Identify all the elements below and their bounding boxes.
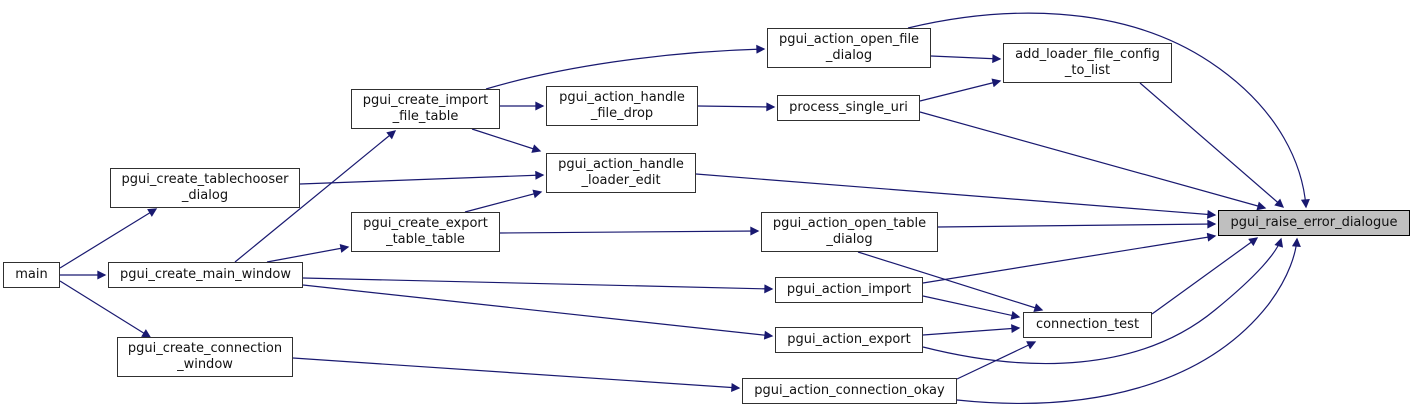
edge-action-import-connection-test (922, 295, 1021, 320)
node-pgui-create-tablechooser-dialog[interactable]: pgui_create_tablechooser _dialog (110, 168, 300, 208)
edge-import-file-table-open-file-dialog (485, 44, 766, 90)
edge-open-file-dialog-add-loader (930, 54, 1002, 64)
edge-file-drop-process-single-uri (697, 102, 776, 112)
edge-main-tablechooser (59, 208, 158, 269)
edge-process-single-uri-add-loader (919, 78, 1002, 102)
edge-main-window-import-file-table (234, 130, 397, 263)
edge-loader-edit-raise-error (695, 173, 1217, 219)
edge-connection-okay-raise-error (956, 237, 1301, 404)
edge-open-table-dialog-raise-error (937, 219, 1217, 229)
node-pgui-raise-error-dialogue: pgui_raise_error_dialogue (1218, 210, 1410, 236)
edge-connection-okay-connection-test (956, 341, 1037, 380)
node-pgui-action-import[interactable]: pgui_action_import (775, 277, 923, 303)
edge-action-import-raise-error (922, 232, 1217, 284)
node-connection-test[interactable]: connection_test (1023, 312, 1152, 338)
node-pgui-action-handle-file-drop[interactable]: pgui_action_handle _file_drop (546, 86, 698, 126)
node-process-single-uri[interactable]: process_single_uri (777, 95, 920, 121)
edge-action-export-connection-test (922, 324, 1021, 336)
edge-export-table-table-loader-edit (464, 189, 543, 213)
node-add-loader-file-config-to-list[interactable]: add_loader_file_config _to_list (1003, 43, 1172, 83)
node-pgui-create-export-table-table[interactable]: pgui_create_export _table_table (351, 212, 500, 252)
edge-action-export-raise-error (922, 237, 1284, 365)
edge-open-table-dialog-connection-test (857, 251, 1044, 312)
edge-tablechooser-loader-edit (299, 170, 545, 185)
edge-main-window-action-export (302, 284, 774, 340)
edge-export-table-table-open-table-dialog (499, 226, 760, 236)
edge-main-connection-window (59, 280, 152, 338)
edge-process-single-uri-raise-error (919, 111, 1267, 211)
node-pgui-action-connection-okay[interactable]: pgui_action_connection_okay (742, 378, 957, 404)
node-pgui-create-main-window[interactable]: pgui_create_main_window (108, 262, 303, 288)
node-pgui-action-handle-loader-edit[interactable]: pgui_action_handle _loader_edit (546, 153, 696, 193)
edge-main-window-action-import (302, 277, 774, 294)
edge-import-file-table-loader-edit (471, 128, 542, 153)
node-main[interactable]: main (3, 262, 60, 288)
node-pgui-action-open-table-dialog[interactable]: pgui_action_open_table _dialog (761, 212, 938, 252)
node-pgui-action-export[interactable]: pgui_action_export (775, 327, 923, 353)
edge-open-file-dialog-raise-error (907, 12, 1310, 209)
node-pgui-create-connection-window[interactable]: pgui_create_connection _window (117, 337, 293, 377)
node-pgui-create-import-file-table[interactable]: pgui_create_import _file_table (351, 89, 500, 129)
edge-add-loader-raise-error (1139, 82, 1285, 208)
edge-connection-test-raise-error (1151, 237, 1259, 315)
edge-main-window-export-table-table (266, 243, 350, 263)
edge-connection-window-connection-okay (292, 357, 741, 392)
node-pgui-action-open-file-dialog[interactable]: pgui_action_open_file _dialog (767, 28, 931, 68)
